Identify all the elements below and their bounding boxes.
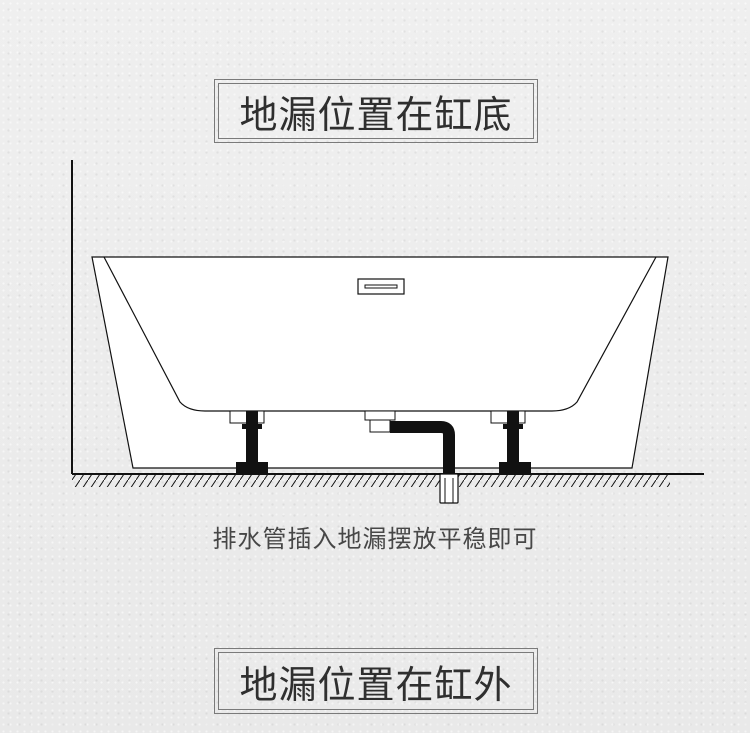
drain-fitting	[364, 410, 396, 433]
installation-caption: 排水管插入地漏摆放平稳即可	[212, 525, 538, 553]
section-title: 地漏位置在缸底	[218, 83, 534, 139]
floor-drain	[439, 473, 459, 504]
section-title-box: 地漏位置在缸底	[214, 79, 538, 143]
floor-hatch	[72, 475, 670, 487]
right-support-leg	[490, 410, 531, 474]
drain-pipe	[390, 421, 455, 480]
left-support-leg	[229, 410, 268, 474]
section-title-box-bottom: 地漏位置在缸外	[214, 648, 538, 714]
section-title-bottom: 地漏位置在缸外	[218, 652, 534, 710]
overflow-slot	[357, 278, 405, 295]
